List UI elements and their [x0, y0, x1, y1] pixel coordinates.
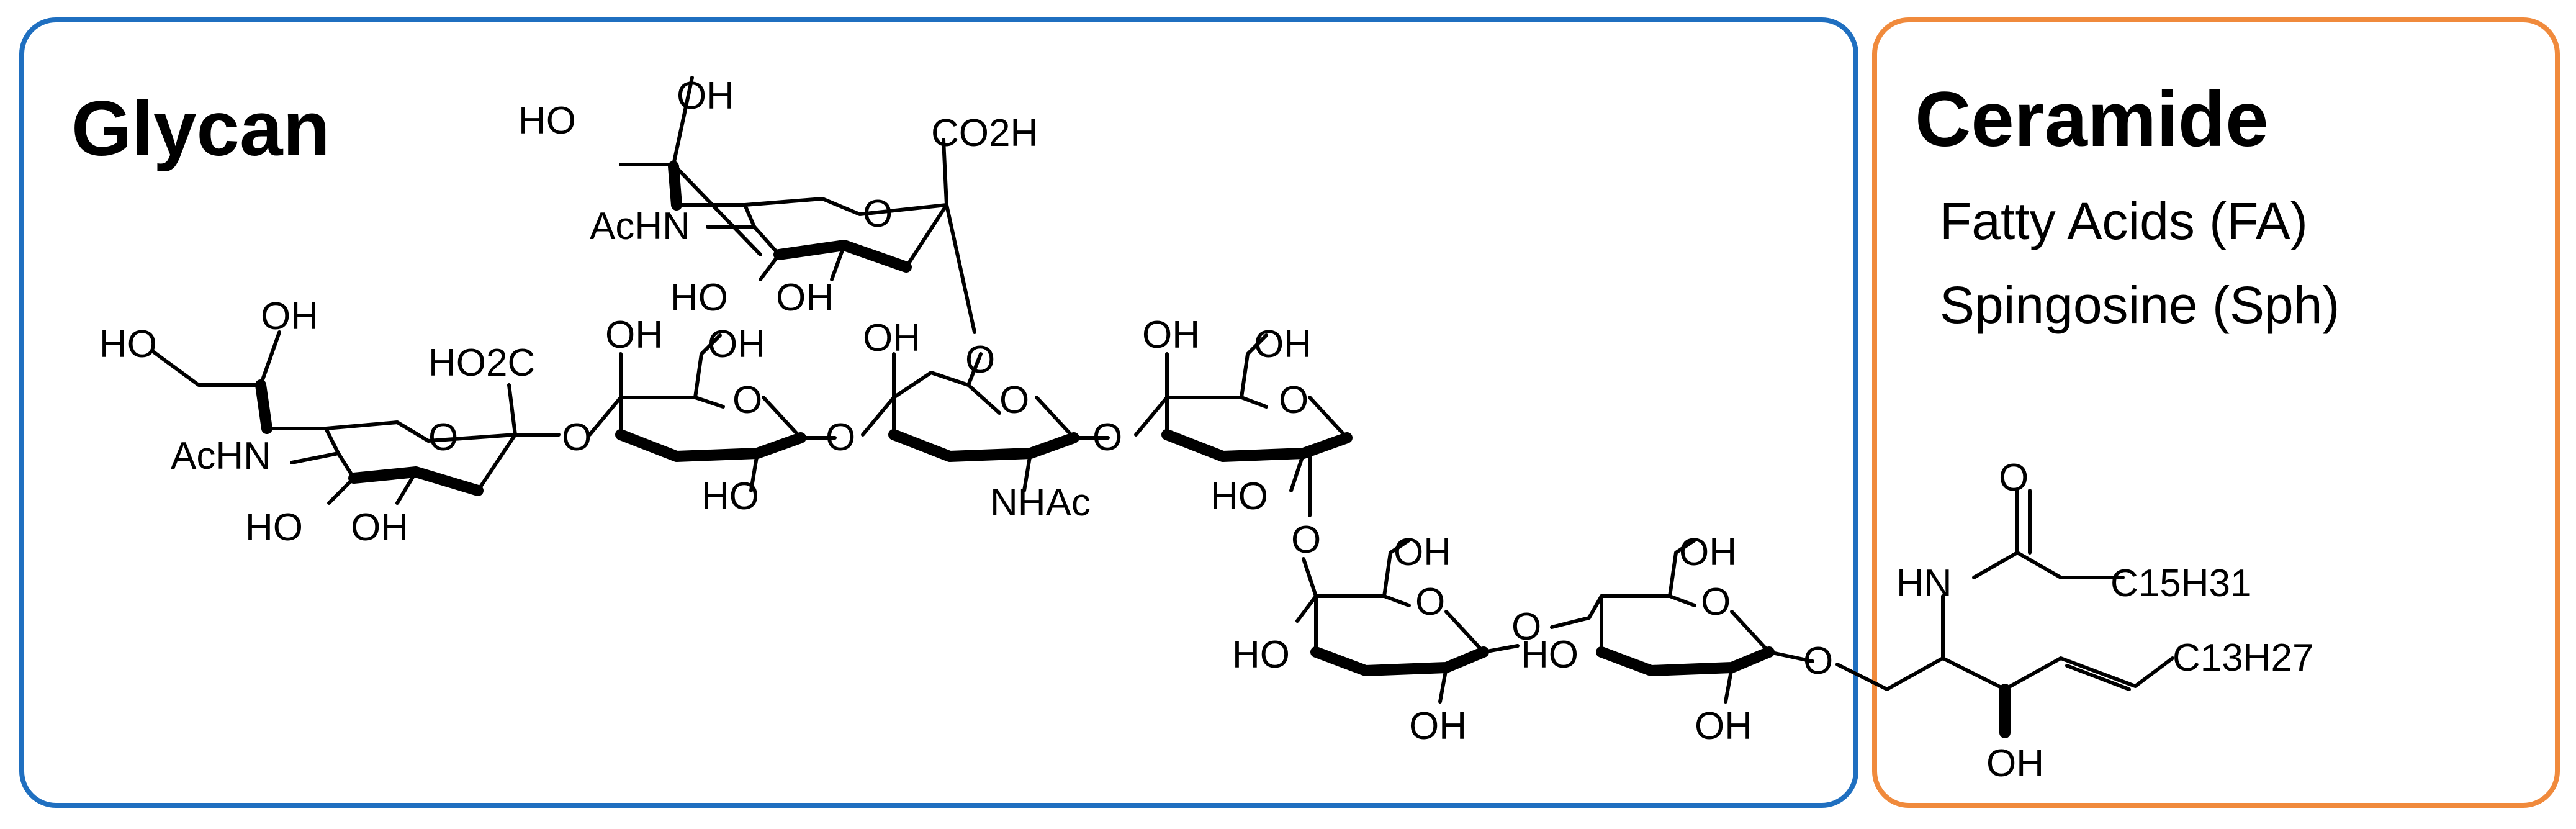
label-ring-o: O [732, 379, 762, 422]
label-ring-o: O [999, 379, 1029, 422]
label-link-o: O [1803, 640, 1833, 682]
upper-sialic-acid: HO OH AcHN O CO2H HO OH O [518, 75, 1038, 381]
label-oh: OH [1409, 705, 1467, 748]
label-ho: HO [1210, 475, 1268, 518]
label-ring-o: O [1415, 581, 1445, 623]
label-oh: OH [1394, 531, 1451, 574]
label-oh: OH [863, 317, 921, 360]
label-ring-o: O [1701, 581, 1731, 623]
label-oh: OH [677, 75, 734, 117]
label-oh: OH [1986, 742, 2044, 785]
label-carbonyl-o: O [1999, 456, 2029, 499]
galnac: OH O NHAc O [861, 317, 1122, 524]
ceramide-backbone: O HN C15H31 C13H27 OH [1835, 456, 2313, 785]
label-ho: HO [99, 323, 157, 366]
label-oh: OH [708, 323, 765, 366]
galactose-1: OH OH O HO O [588, 314, 855, 518]
label-oh: OH [776, 276, 834, 319]
label-ho2c: HO2C [428, 342, 535, 384]
label-ho: HO [1521, 633, 1578, 676]
ceramide-line-fatty-acids: Fatty Acids (FA) [1940, 192, 2308, 250]
label-c15h31: C15H31 [2110, 562, 2251, 605]
label-achn: AcHN [171, 435, 271, 478]
glycan-box [19, 17, 1858, 808]
label-link-o: O [1092, 416, 1122, 459]
glycan-title: Glycan [71, 86, 330, 172]
glucose: OH O HO OH O [1521, 531, 1833, 748]
galactose-3: OH O HO OH O [1232, 531, 1541, 748]
ceramide-box [1872, 17, 2560, 808]
label-oh: OH [1254, 323, 1312, 366]
label-ho: HO [670, 276, 728, 319]
label-oh: OH [1679, 531, 1737, 574]
label-oh: OH [1695, 705, 1752, 748]
label-ring-o: O [863, 193, 893, 235]
label-link-o: O [562, 416, 592, 459]
label-link-o: O [1291, 519, 1321, 561]
ceramide-line-sphingosine: Spingosine (Sph) [1940, 276, 2340, 334]
label-link-o: O [826, 416, 855, 459]
label-ho: HO [518, 99, 576, 142]
label-c13h27: C13H27 [2173, 636, 2313, 679]
label-achn: AcHN [590, 205, 690, 248]
label-ring-o: O [1279, 379, 1308, 422]
label-ring-o: O [428, 416, 458, 459]
label-co2h: CO2H [931, 112, 1038, 155]
ceramide-title: Ceramide [1915, 76, 2269, 163]
label-ho: HO [245, 506, 303, 549]
label-ho: HO [701, 475, 759, 518]
label-link-o: O [1511, 605, 1541, 648]
label-hn: HN [1896, 562, 1952, 605]
label-nhac: NHAc [990, 481, 1091, 524]
label-ho: HO [1232, 633, 1290, 676]
label-oh: OH [605, 314, 663, 356]
label-oh: OH [351, 506, 408, 549]
label-oh: OH [1142, 314, 1200, 356]
left-sialic-acid: HO OH HO2C AcHN O HO OH O [99, 295, 592, 549]
label-oh: OH [261, 295, 318, 338]
galactose-2: OH OH O HO O [1134, 314, 1353, 561]
